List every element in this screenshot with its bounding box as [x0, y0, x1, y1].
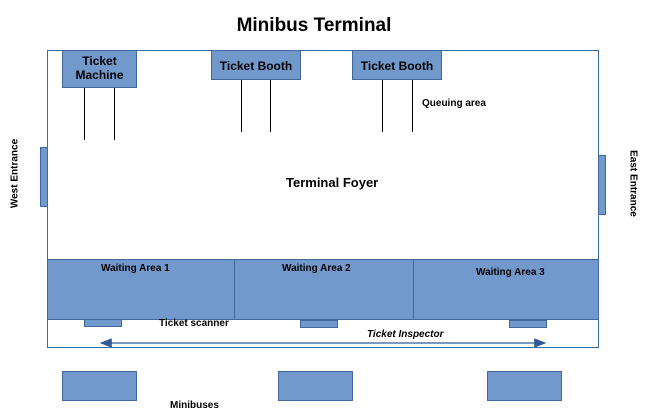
- west-entrance-door: [40, 147, 48, 207]
- minibus: [62, 371, 137, 401]
- queuing-area-label: Queuing area: [422, 98, 486, 109]
- ticket-machine: [62, 50, 137, 88]
- ticket-inspector-label: Ticket Inspector: [367, 329, 444, 340]
- queue-line: [114, 88, 115, 140]
- waiting-area-1-label: Waiting Area 1: [101, 263, 170, 274]
- ticket-machine-label: Ticket Machine: [75, 54, 124, 82]
- queue-line: [382, 80, 383, 132]
- east-entrance-door: [598, 155, 606, 215]
- waiting-area-3-label: Waiting Area 3: [476, 267, 545, 278]
- waiting-area-1: [47, 259, 235, 320]
- diagram-title: Minibus Terminal: [236, 15, 392, 36]
- minibus: [278, 371, 353, 401]
- ticket-scanner: [84, 319, 122, 327]
- minibuses-label: Minibuses: [170, 400, 219, 411]
- queue-line: [241, 80, 242, 132]
- queue-line: [84, 88, 85, 140]
- terminal-foyer-label: Terminal Foyer: [286, 175, 379, 190]
- waiting-area-3: [413, 259, 599, 320]
- ticket-scanner: [300, 320, 338, 328]
- waiting-area-2-label: Waiting Area 2: [282, 263, 351, 274]
- minibus: [487, 371, 562, 401]
- west-entrance-label: West Entrance: [9, 138, 21, 209]
- queue-line: [412, 80, 413, 132]
- ticket-scanner-label: Ticket scanner: [159, 318, 229, 329]
- ticket-booth-2-label: Ticket Booth: [360, 59, 434, 73]
- ticket-booth-2: [352, 50, 442, 80]
- east-entrance-label: East Entrance: [627, 150, 639, 217]
- ticket-booth-1: [211, 50, 301, 80]
- ticket-scanner: [509, 320, 547, 328]
- inspector-path-arrow: [99, 338, 547, 348]
- waiting-area-2: [234, 259, 414, 320]
- queue-line: [270, 80, 271, 132]
- ticket-booth-1-label: Ticket Booth: [219, 59, 293, 73]
